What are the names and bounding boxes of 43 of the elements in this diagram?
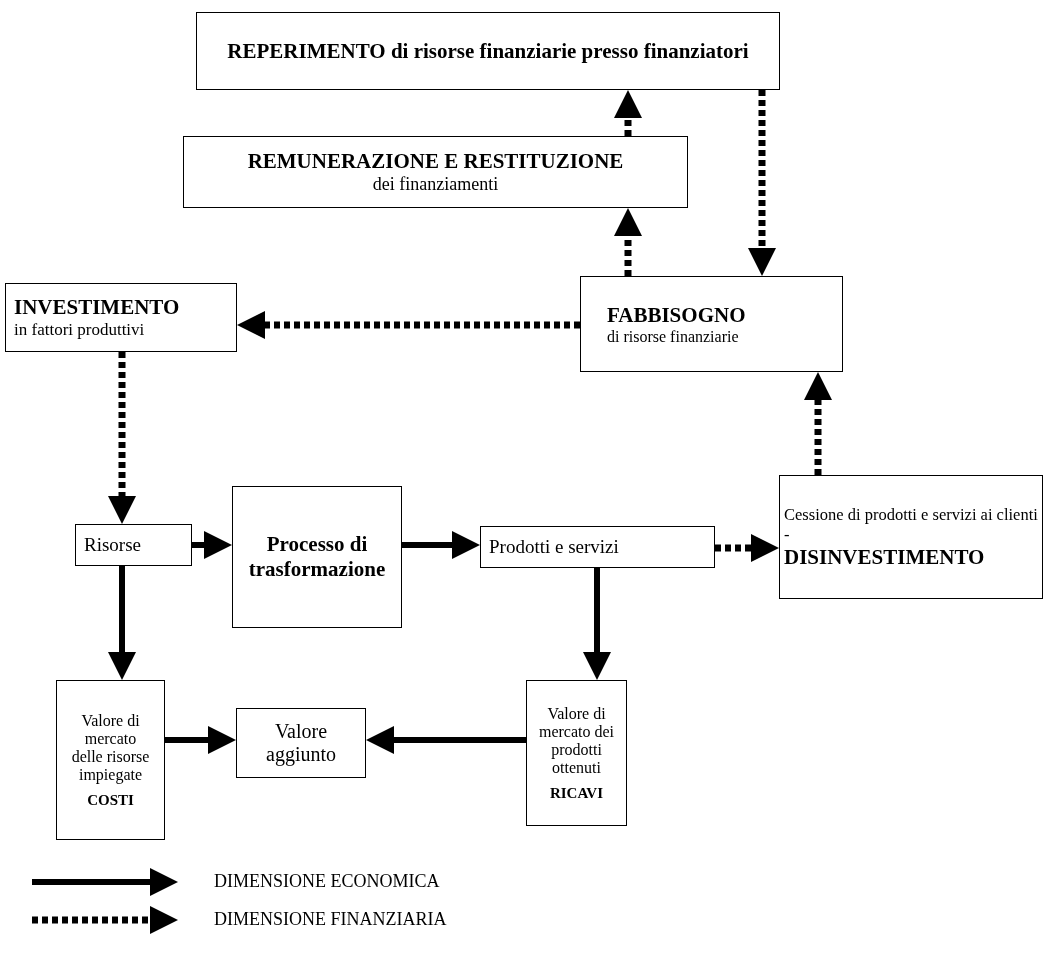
process-box	[75, 524, 192, 566]
arrow	[108, 352, 136, 524]
process-box	[232, 486, 402, 628]
box-title: Prodotti e servizi	[489, 536, 620, 558]
arrow	[108, 566, 136, 680]
box-title: REPERIMENTO di risorse finanziarie presso finanziatori	[226, 38, 750, 64]
process-box	[480, 526, 715, 568]
box-title: Valore di mercato delle risorse impiegate	[70, 711, 151, 784]
arrow	[748, 90, 776, 276]
process-box	[526, 680, 627, 826]
arrow	[614, 90, 642, 136]
arrow	[237, 311, 580, 339]
process-box	[183, 136, 688, 208]
box-text: dei finanziamenti	[371, 174, 500, 195]
process-box	[236, 708, 366, 778]
box-text: DISINVESTIMENTO	[784, 544, 986, 570]
legend-text: DIMENSIONE FINANZIARIA	[214, 909, 447, 930]
box-title: Risorse	[84, 534, 142, 556]
box-text: in fattori produttivi	[14, 320, 146, 340]
box-title: Valore di mercato dei prodotti ottenuti	[537, 704, 616, 777]
box-title: Valore aggiunto	[265, 720, 337, 766]
legend-text: DIMENSIONE ECONOMICA	[214, 871, 440, 892]
box-title: Processo di trasformazione	[247, 532, 387, 582]
box-title: Cessione di prodotti e servizi ai clienti -	[784, 504, 1038, 545]
box-title: INVESTIMENTO	[14, 295, 181, 320]
process-box	[196, 12, 780, 90]
arrow	[192, 531, 232, 559]
arrow	[366, 726, 526, 754]
box-title: FABBISOGNO	[607, 302, 747, 328]
process-box	[779, 475, 1043, 599]
box-text: di risorse finanziarie	[607, 327, 740, 346]
arrow	[804, 372, 832, 475]
arrow	[715, 534, 779, 562]
arrow	[583, 568, 611, 680]
box-title: REMUNERAZIONE E RESTITUZIONE	[246, 149, 625, 174]
process-box	[5, 283, 237, 352]
arrow	[402, 531, 480, 559]
box-text: RICAVI	[548, 784, 605, 802]
box-text: COSTI	[86, 791, 135, 809]
process-box	[580, 276, 843, 372]
arrow	[614, 208, 642, 276]
process-box	[56, 680, 165, 840]
arrow	[165, 726, 236, 754]
